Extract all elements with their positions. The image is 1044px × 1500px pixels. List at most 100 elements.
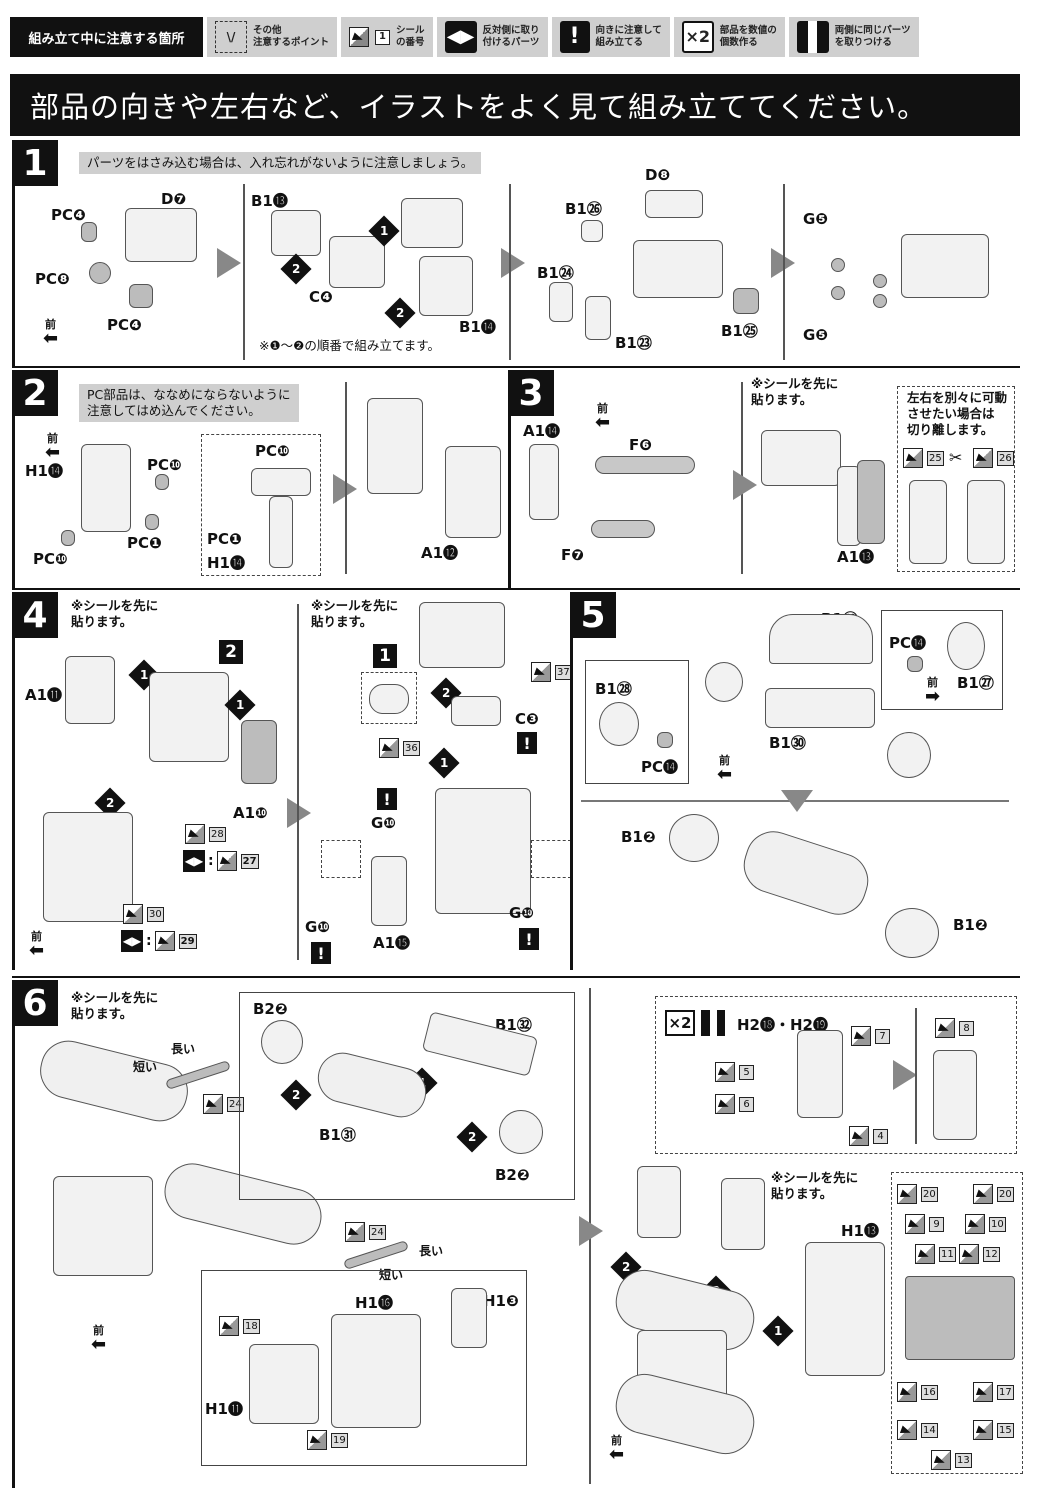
seal-16: 16 [897,1382,938,1402]
seal-icon [154,931,175,951]
hose-illustration [595,456,695,474]
front-indicator: 前➡ [925,674,940,706]
part-label: F❻ [629,436,652,454]
part-illustration [81,222,97,242]
seal-24: 24 [203,1094,244,1114]
part-illustration [873,294,887,308]
step-number: 5 [570,592,616,638]
divider [12,588,1020,590]
legend-orientation: ! 向きに注意して 組み立てる [551,17,670,57]
exclamation-icon: ! [519,928,539,950]
short-label: 短い [379,1268,404,1282]
seal-20: 20 [973,1184,1014,1204]
exclamation-icon: ! [559,21,590,53]
seal-icon [973,1382,993,1402]
order-1-icon: 1 [762,1315,794,1347]
part-illustration [901,234,989,298]
front-indicator: 前⬅ [45,430,60,462]
seal-5: 5 [715,1062,754,1082]
part-illustration [733,288,759,314]
seal-icon [973,448,993,468]
part-illustration [831,258,845,272]
divider [297,604,299,960]
seal-18: 18 [219,1316,260,1336]
step-1: 1 パーツをはさみ込む場合は、入れ忘れがないように注意しましょう。 PC❹ D❼… [12,140,1020,368]
nipper-icon: ✂ [949,448,963,467]
seal-number: 8 [959,1020,974,1036]
seal-number: 10 [989,1216,1006,1232]
subassembly-2-label: 2 [219,640,243,664]
part-label: B1㉖ [565,200,602,218]
seal-icon [973,1184,993,1204]
part-illustration [657,732,673,748]
part-illustration [451,1288,487,1348]
legend-label: シール の番号 [396,25,425,48]
instruction-banner: 部品の向きや左右など、イラストをよく見て組み立ててください。 [10,74,1020,136]
seal-icon [715,1094,735,1114]
front-label: 前 [927,676,939,689]
legend-label: その他 注意するポイント [253,25,330,48]
seal-number: 30 [147,906,164,922]
part-illustration [885,908,939,958]
part-label: G❺ [803,210,829,228]
seal-25: 25 [903,448,944,468]
step-number: 2 [12,370,58,416]
next-arrow-down-icon [781,790,813,812]
order-number: 2 [467,1129,477,1144]
part-label: A1⓬ [421,544,459,562]
legend-same-parts: 両側に同じパーツ を取りつける [788,17,919,57]
same-parts-both-sides-icon [701,1010,725,1036]
detail-box [897,386,1015,572]
part-illustration [145,514,159,530]
part-illustration [857,460,885,544]
part-label: H1⓮ [207,554,245,572]
part-label: PC❿ [147,456,182,474]
part-label: B1㉓ [615,334,652,352]
seal-number: 20 [921,1186,938,1202]
front-arrow-icon: ⬅ [91,1334,107,1355]
part-label: B1㉗ [957,674,994,692]
seal-icon [897,1184,917,1204]
seal-12: 12 [959,1244,1000,1264]
seal-icon [931,1450,951,1470]
part-illustration [581,220,603,242]
part-label: H1⓰ [355,1294,393,1312]
step-number: 1 [12,140,58,186]
order-2-icon: 2 [280,253,312,285]
part-label: C❹ [309,288,333,306]
part-illustration [909,480,947,564]
seal-icon [715,1062,735,1082]
part-illustration [155,474,169,490]
step-number: 4 [12,592,58,638]
part-illustration [947,622,985,670]
part-label: H1⓫ [205,1400,243,1418]
mirror-seal-29: ◀▶:29 [121,930,197,952]
divider [12,976,1020,978]
part-illustration [445,446,501,538]
legend-label: 部品を数値の 個数作る [719,25,777,48]
part-illustration [149,672,229,762]
part-illustration [645,190,703,218]
step-number: 6 [12,980,58,1026]
seal-number: 4 [873,1128,888,1144]
seal-4: 4 [849,1126,888,1146]
seal-number: 24 [369,1224,386,1240]
part-illustration [967,480,1005,564]
part-illustration [249,1344,319,1424]
order-number: 2 [291,1087,301,1102]
step-5: 5 B1㉙ B1㉘ PC⓮ B1㉚ 前⬅ PC⓮ 前➡ B1㉗ B1❷ B1❷ [570,592,1018,970]
part-illustration [887,732,931,778]
legend-mirror-parts: ◀▶ 反対側に取り 付けるパーツ [436,17,548,57]
part-label: G❿ [371,814,397,832]
part-illustration [61,530,75,546]
front-label: 前 [45,318,57,331]
part-illustration [451,696,501,726]
part-label: D❽ [645,166,671,184]
part-illustration [529,444,559,520]
subassembly-1-label: 1 [373,644,397,668]
seal-30: 30 [123,904,164,924]
front-arrow-icon: ⬅ [717,764,733,785]
part-label: B1㉛ [319,1126,356,1144]
seal-icon [897,1420,917,1440]
part-illustration [65,656,115,724]
